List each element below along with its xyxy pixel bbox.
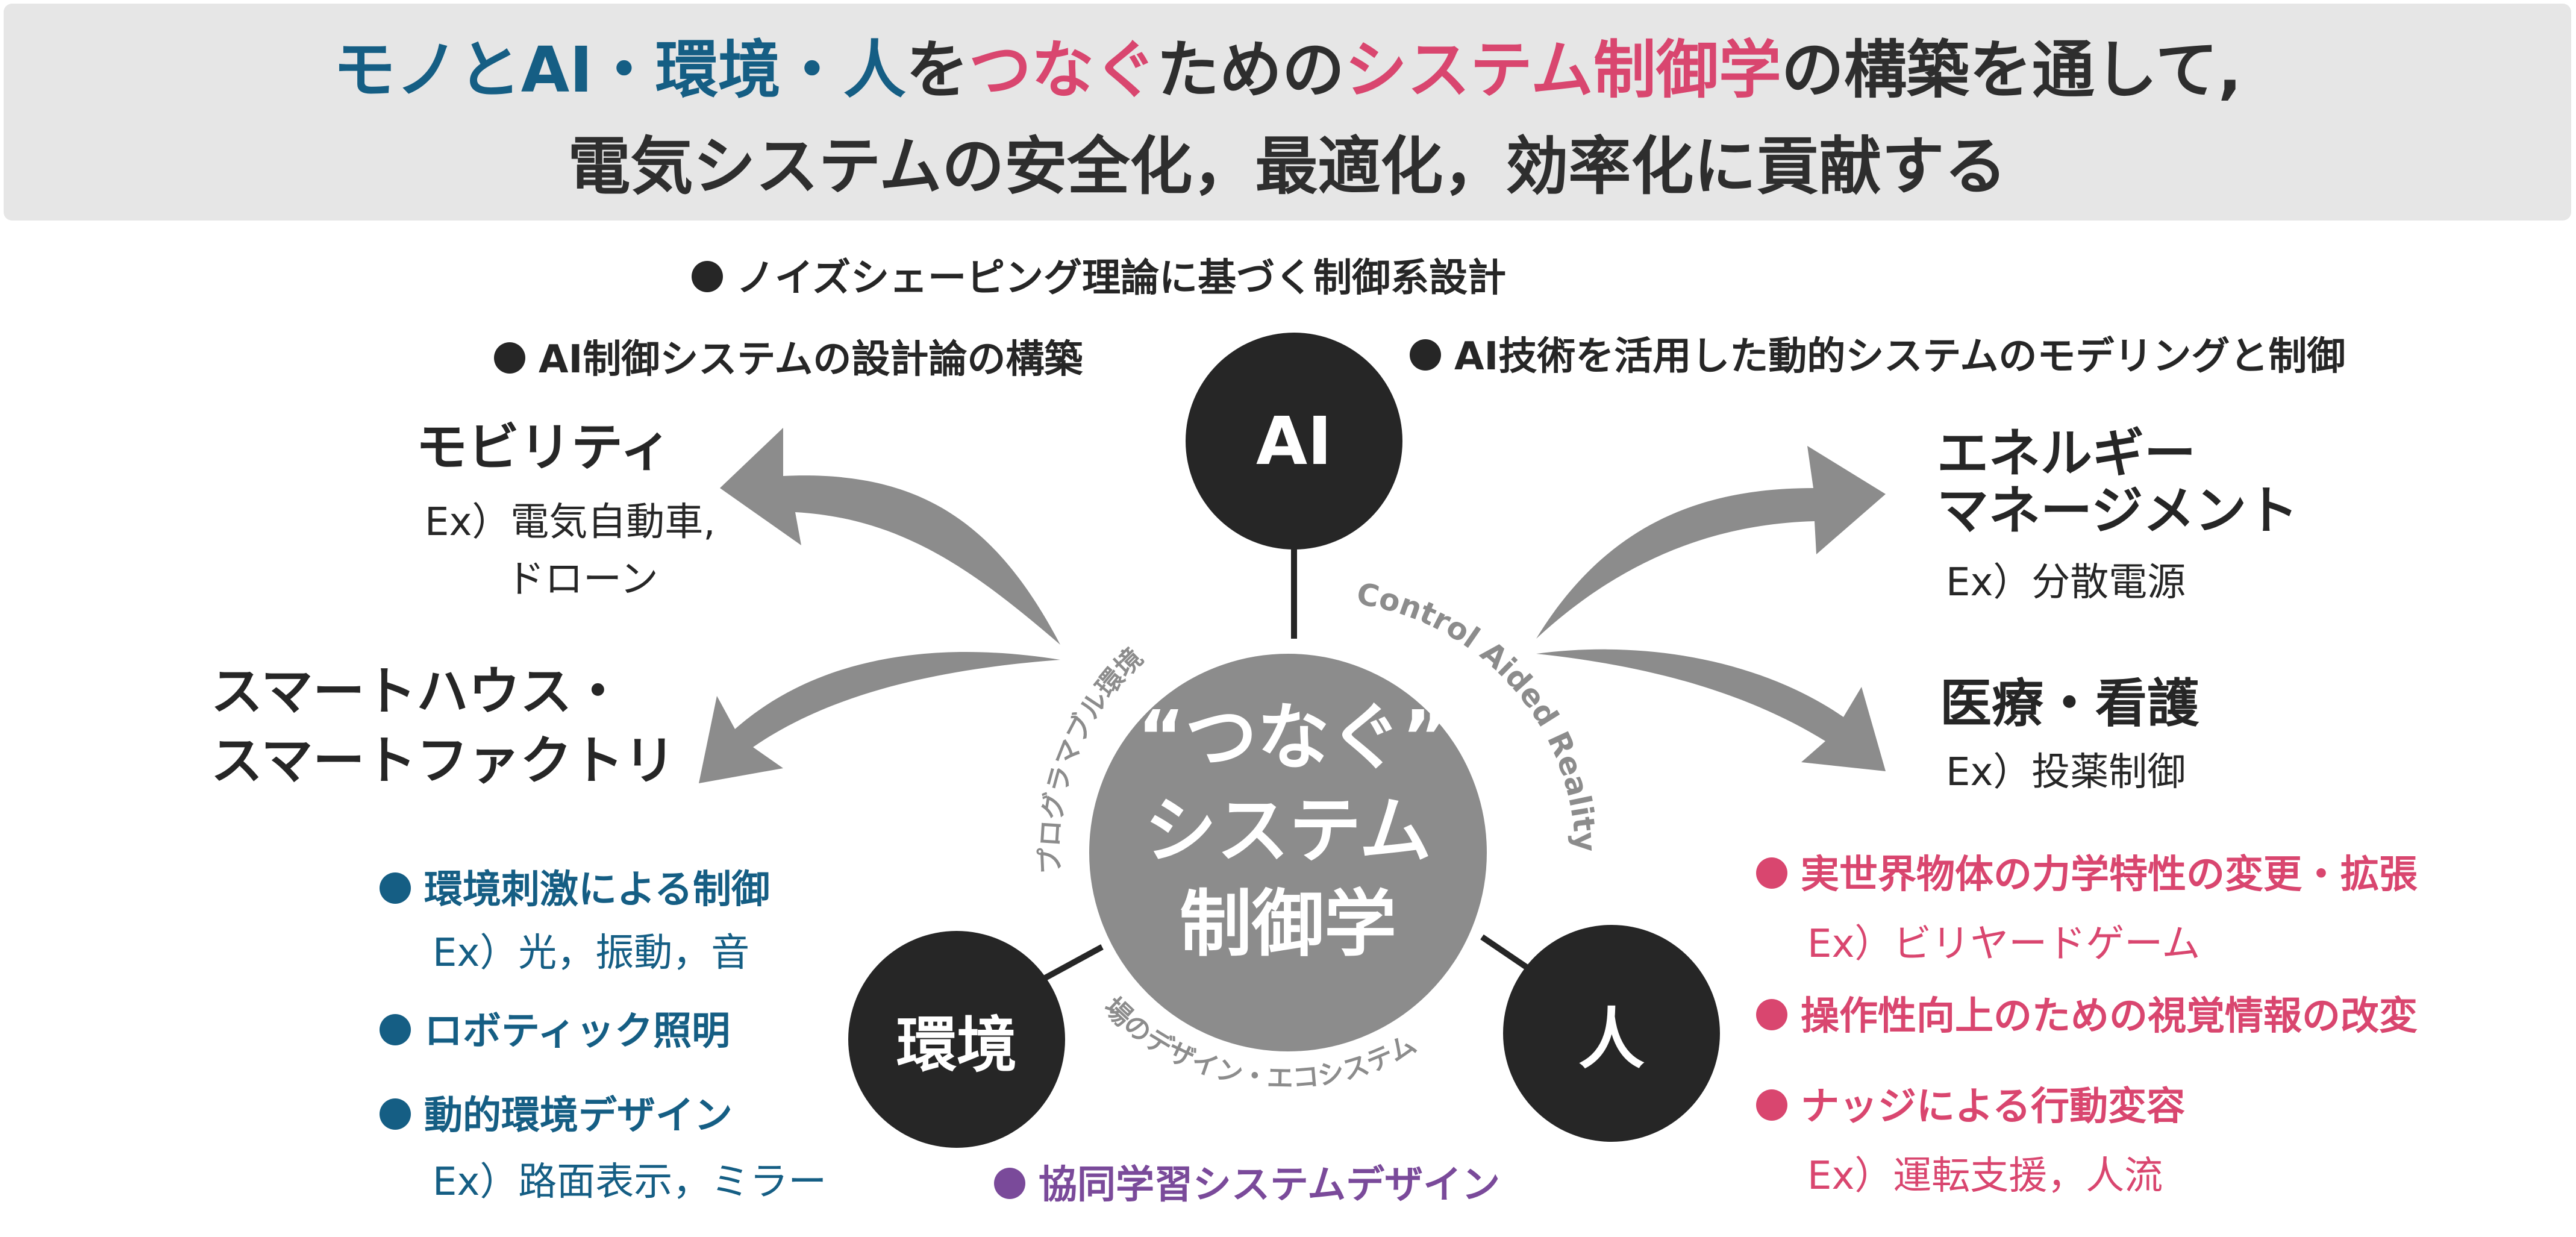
banner-headline: モノとAI・環境・人をつなぐためのシステム制御学の構築を通して, bbox=[4, 39, 2571, 101]
banner-segment: の構築を通して, bbox=[1781, 33, 2242, 107]
bullet-dot bbox=[1756, 857, 1787, 889]
bullet-dot bbox=[1410, 339, 1441, 371]
banner-segment: つなぐ bbox=[968, 33, 1157, 107]
human-item-3-example: Ex）運転支援，人流 bbox=[1807, 1154, 2163, 1198]
node-ai: AI bbox=[1186, 333, 1402, 550]
env-item-2: ロボティック照明 bbox=[380, 1012, 730, 1051]
energy-title-2: マネージメント bbox=[1937, 481, 2299, 541]
center-label-line3: 制御学 bbox=[1180, 883, 1396, 966]
center-circle bbox=[1080, 644, 1496, 1061]
smart-title-1: スマートハウス・ bbox=[211, 662, 624, 722]
bullet-dot bbox=[494, 342, 525, 374]
arrow-to-mobility bbox=[720, 428, 1060, 645]
mobility-title: モビリティ bbox=[416, 418, 672, 478]
bullet-dot bbox=[692, 261, 723, 293]
human-item-1-example: Ex）ビリヤードゲーム bbox=[1807, 922, 2201, 966]
title-banner: モノとAI・環境・人をつなぐためのシステム制御学の構築を通して, 電気システムの… bbox=[4, 4, 2571, 221]
smart-title-2: スマートファクトリ bbox=[211, 731, 676, 791]
banner-segment: ための bbox=[1156, 33, 1345, 107]
banner-subline: 電気システムの安全化，最適化，効率化に貢献する bbox=[567, 130, 2007, 203]
env-item-1: 環境刺激による制御 bbox=[380, 871, 770, 909]
node-human: 人 bbox=[1503, 925, 1720, 1142]
banner-segment: システム制御学 bbox=[1344, 33, 1781, 107]
node-environment: 環境 bbox=[848, 931, 1065, 1148]
arrow-to-medical bbox=[1536, 649, 1886, 771]
ai-item-2: AI制御システムの設計論の構築 bbox=[494, 340, 1083, 379]
energy-example: Ex）分散電源 bbox=[1946, 560, 2186, 605]
bullet-dot bbox=[994, 1168, 1025, 1200]
node-environment-label: 環境 bbox=[896, 1009, 1017, 1080]
mobility-example-2: ドローン bbox=[506, 557, 658, 602]
bullet-dot bbox=[380, 1014, 411, 1046]
collab-item: 協同学習システムデザイン bbox=[994, 1166, 1500, 1204]
center-label-line1: “つなぐ” bbox=[1137, 696, 1449, 780]
center-label-line2: システム bbox=[1144, 789, 1432, 873]
medical-example: Ex）投薬制御 bbox=[1946, 750, 2186, 795]
node-human-label: 人 bbox=[1578, 1001, 1645, 1078]
node-ai-label: AI bbox=[1255, 402, 1333, 480]
human-item-2: 操作性向上のための視覚情報の改変 bbox=[1756, 997, 2418, 1036]
bullet-dot bbox=[380, 872, 411, 904]
env-item-3: 動的環境デザイン bbox=[380, 1097, 733, 1135]
env-item-1-example: Ex）光，振動，音 bbox=[433, 931, 750, 976]
bullet-dot bbox=[1756, 1089, 1787, 1121]
banner-segment: モノとAI・環境・人 bbox=[333, 33, 906, 107]
human-item-3: ナッジによる行動変容 bbox=[1756, 1088, 2185, 1126]
ai-item-1: ノイズシェーピング理論に基づく制御系設計 bbox=[692, 259, 1506, 298]
env-item-3-example: Ex）路面表示，ミラー bbox=[433, 1160, 827, 1204]
banner-segment: を bbox=[905, 33, 969, 107]
mobility-example-1: Ex）電気自動車, bbox=[425, 500, 716, 545]
medical-title: 医療・看護 bbox=[1940, 674, 2199, 734]
ai-item-3: AI技術を活用した動的システムのモデリングと制御 bbox=[1410, 337, 2345, 376]
arrow-to-smart bbox=[699, 652, 1060, 783]
arrow-to-energy bbox=[1536, 446, 1886, 639]
energy-title-1: エネルギー bbox=[1937, 424, 2196, 484]
bullet-dot bbox=[380, 1098, 411, 1130]
human-item-1: 実世界物体の力学特性の変更・拡張 bbox=[1756, 856, 2418, 894]
bullet-dot bbox=[1756, 999, 1787, 1031]
